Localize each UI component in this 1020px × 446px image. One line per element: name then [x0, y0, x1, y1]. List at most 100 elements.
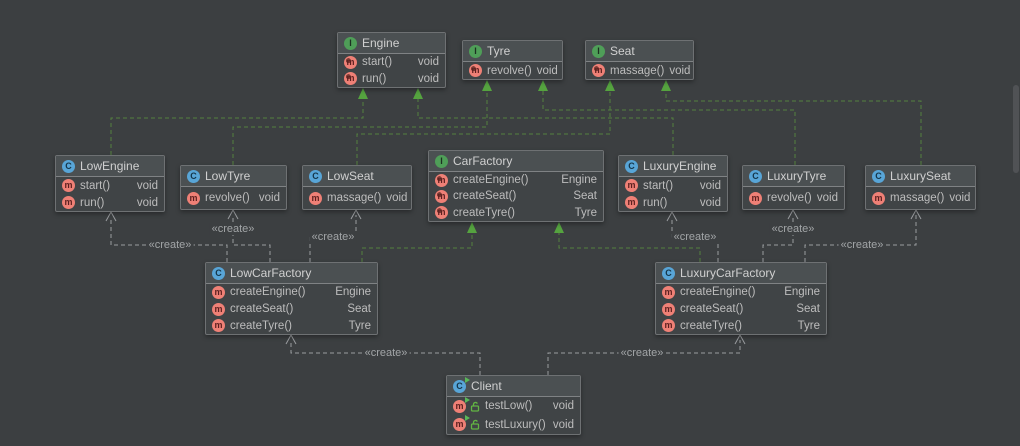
- method-row[interactable]: m createTyre() Tyre: [429, 205, 603, 221]
- class-header[interactable]: C LuxuryEngine: [619, 156, 727, 177]
- method-row[interactable]: m testLuxury() void: [447, 415, 580, 435]
- abstract-method-icon: m: [592, 64, 605, 77]
- create-edge-label: «create»: [838, 239, 886, 251]
- method-return-type: Seat: [347, 303, 371, 315]
- method-name: start(): [80, 179, 111, 192]
- method-row[interactable]: m createEngine() Engine: [429, 172, 603, 188]
- method-icon: m: [212, 319, 225, 333]
- class-node-lowengine[interactable]: C LowEngine m start() void m run() void: [55, 155, 165, 212]
- method-row[interactable]: m createSeat() Seat: [206, 301, 377, 318]
- method-row[interactable]: m run() void: [338, 71, 445, 88]
- class-header[interactable]: C LuxurySeat: [866, 166, 975, 187]
- method-return-type: void: [699, 179, 721, 192]
- method-name: createSeat(): [230, 303, 294, 315]
- method-row[interactable]: m createTyre() Tyre: [656, 317, 826, 334]
- method-return-type: void: [417, 56, 439, 69]
- class-icon: C: [625, 159, 638, 173]
- method-name: createEngine(): [680, 286, 756, 299]
- class-node-seat[interactable]: I Seat m massage() void: [585, 40, 694, 80]
- class-header[interactable]: C LuxuryTyre: [743, 166, 844, 187]
- method-name: createEngine(): [230, 286, 306, 299]
- method-row[interactable]: m testLow() void: [447, 396, 580, 416]
- method-row[interactable]: m createTyre() Tyre: [206, 317, 377, 334]
- method-row[interactable]: m createEngine() Engine: [206, 284, 377, 301]
- class-name: Engine: [362, 36, 400, 50]
- class-header[interactable]: C LuxuryCarFactory: [656, 263, 826, 284]
- method-name: testLow(): [485, 400, 533, 413]
- class-node-luxurytyre[interactable]: C LuxuryTyre m revolve() void: [742, 165, 845, 210]
- method-icon: m: [872, 191, 885, 205]
- class-header[interactable]: C Client: [447, 376, 580, 397]
- class-node-luxuryengine[interactable]: C LuxuryEngine m start() void m run() vo…: [618, 155, 728, 212]
- method-row[interactable]: m start() void: [56, 177, 164, 194]
- class-node-carfactory[interactable]: I CarFactory m createEngine() Engine m c…: [428, 150, 604, 222]
- method-row[interactable]: m createSeat() Seat: [656, 301, 826, 318]
- method-row[interactable]: m revolve() void: [743, 187, 844, 209]
- class-header[interactable]: I CarFactory: [429, 151, 603, 172]
- method-name: revolve(): [487, 64, 532, 77]
- method-icon: m: [662, 285, 675, 299]
- method-row[interactable]: m run() void: [56, 194, 164, 211]
- abstract-method-icon: m: [435, 206, 448, 220]
- method-name: run(): [80, 196, 105, 209]
- class-header[interactable]: I Engine: [338, 33, 445, 54]
- method-row[interactable]: m createEngine() Engine: [656, 284, 826, 301]
- method-return-type: void: [386, 192, 408, 204]
- method-row[interactable]: m start() void: [338, 54, 445, 71]
- class-name: LuxuryTyre: [767, 169, 827, 183]
- class-header[interactable]: C LowSeat: [303, 166, 411, 187]
- class-icon: C: [309, 169, 322, 183]
- class-node-tyre[interactable]: I Tyre m revolve() void: [462, 40, 563, 80]
- method-return-type: void: [552, 400, 574, 413]
- create-edge-label: «create»: [309, 231, 357, 243]
- class-node-client[interactable]: C Client m testLow() void m testLuxury()…: [446, 375, 581, 435]
- create-edge-label: «create»: [146, 239, 194, 251]
- method-return-type: void: [949, 192, 971, 204]
- method-row[interactable]: m run() void: [619, 194, 727, 211]
- class-header[interactable]: I Tyre: [463, 41, 562, 62]
- class-name: LowCarFactory: [230, 266, 312, 280]
- class-node-lowcarfactory[interactable]: C LowCarFactory m createEngine() Engine …: [205, 262, 378, 335]
- class-icon: C: [187, 169, 200, 183]
- class-node-luxurycarfactory[interactable]: C LuxuryCarFactory m createEngine() Engi…: [655, 262, 827, 335]
- class-header[interactable]: C LowTyre: [181, 166, 286, 187]
- method-return-type: Tyre: [574, 206, 597, 219]
- method-name: createSeat(): [453, 190, 517, 203]
- method-name: start(): [362, 56, 393, 69]
- class-header[interactable]: C LowEngine: [56, 156, 164, 177]
- method-return-type: Engine: [335, 286, 371, 299]
- method-name: massage(): [610, 64, 665, 77]
- class-header[interactable]: C LowCarFactory: [206, 263, 377, 284]
- public-lock-icon: [470, 401, 480, 412]
- vertical-scrollbar[interactable]: [1013, 85, 1019, 173]
- class-header[interactable]: I Seat: [586, 41, 693, 62]
- method-return-type: void: [699, 196, 721, 209]
- class-node-lowtyre[interactable]: C LowTyre m revolve() void: [180, 165, 287, 210]
- class-node-lowseat[interactable]: C LowSeat m massage() void: [302, 165, 412, 210]
- method-name: createEngine(): [453, 174, 529, 187]
- method-row[interactable]: m massage() void: [866, 187, 975, 209]
- method-row[interactable]: m revolve() void: [463, 62, 562, 79]
- class-node-engine[interactable]: I Engine m start() void m run() void: [337, 32, 446, 88]
- method-row[interactable]: m createSeat() Seat: [429, 188, 603, 204]
- method-name: run(): [643, 196, 668, 209]
- method-row[interactable]: m massage() void: [586, 62, 693, 79]
- method-return-type: Tyre: [348, 319, 371, 332]
- method-name: createTyre(): [453, 206, 515, 219]
- method-row[interactable]: m massage() void: [303, 187, 411, 209]
- class-name: LowTyre: [205, 169, 251, 183]
- method-return-type: void: [136, 179, 158, 192]
- method-row[interactable]: m start() void: [619, 177, 727, 194]
- runnable-method-icon: m: [453, 415, 470, 432]
- method-name: revolve(): [767, 192, 812, 204]
- class-node-luxuryseat[interactable]: C LuxurySeat m massage() void: [865, 165, 976, 210]
- method-return-type: Tyre: [797, 319, 820, 332]
- abstract-method-icon: m: [344, 55, 357, 69]
- method-icon: m: [662, 302, 675, 316]
- method-row[interactable]: m revolve() void: [181, 187, 286, 209]
- method-icon: m: [625, 179, 638, 192]
- runnable-class-icon: C: [453, 376, 470, 393]
- method-icon: m: [309, 191, 322, 205]
- abstract-method-icon: m: [469, 64, 482, 77]
